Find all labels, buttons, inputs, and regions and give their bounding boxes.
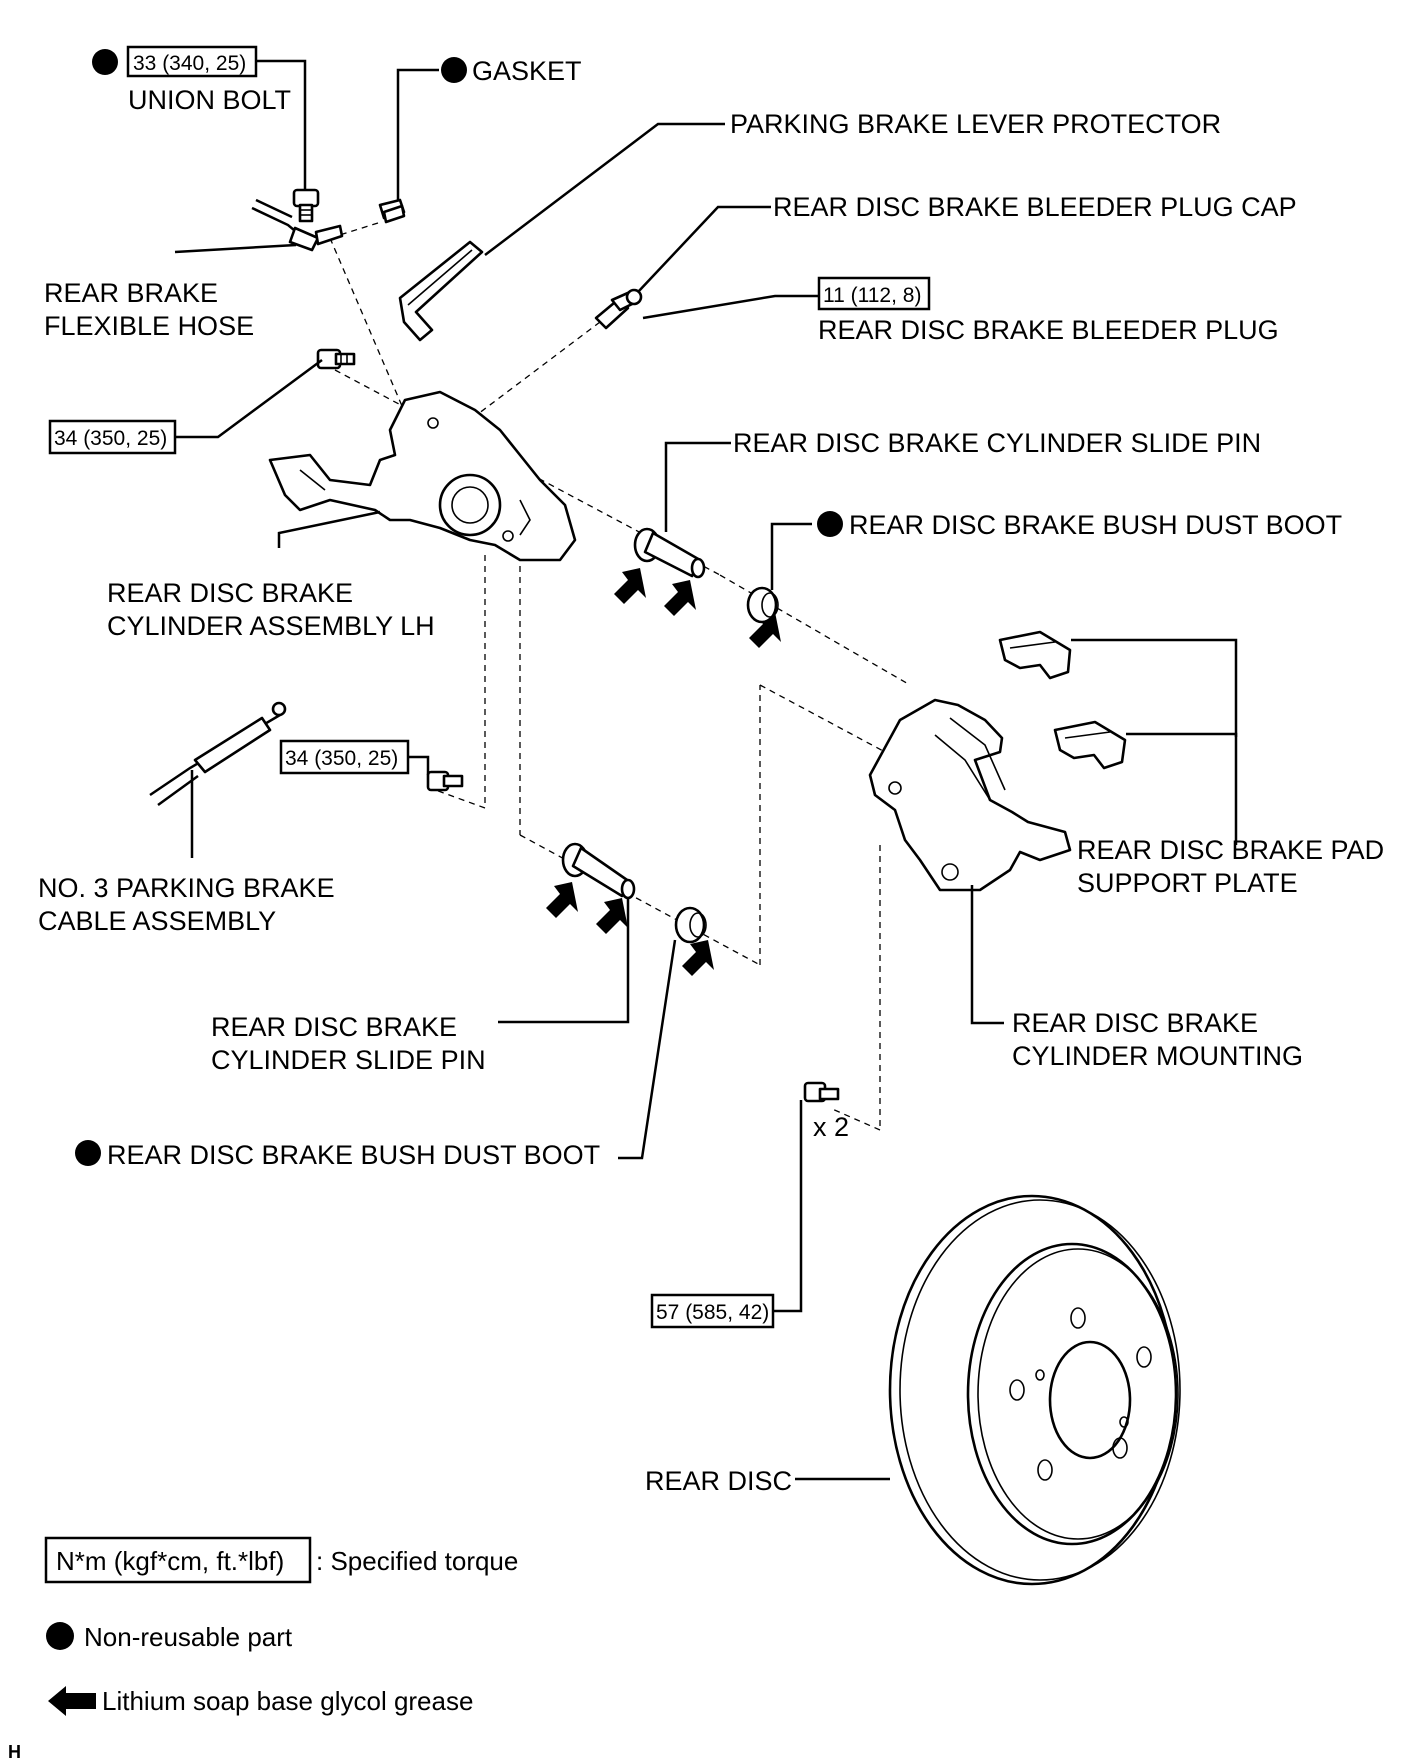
cylinder-bolt-lower bbox=[426, 770, 464, 792]
label-slide-pin-bottom-line1: REAR DISC BRAKE bbox=[211, 1012, 457, 1042]
rear-disc bbox=[888, 1194, 1181, 1586]
legend-torque-box bbox=[44, 1536, 312, 1584]
rear-brake-flexible-hose bbox=[251, 198, 344, 252]
legend-torque-unit: N*m (kgf*cm, ft.*lbf) bbox=[56, 1546, 284, 1576]
torque-cylinder-lower: 34 (350, 25) bbox=[285, 747, 398, 770]
label-quantity: x 2 bbox=[813, 1112, 849, 1142]
leader-lines bbox=[174, 59, 1238, 1481]
torque-box-cylinder-lower bbox=[279, 739, 410, 775]
gasket bbox=[378, 198, 406, 224]
non-reusable-mark-union-bolt bbox=[92, 49, 118, 75]
non-reusable-mark-dust-boot-bottom bbox=[75, 1140, 101, 1166]
label-bleeder-plug-cap: REAR DISC BRAKE BLEEDER PLUG CAP bbox=[773, 192, 1297, 222]
label-flexible-hose-line2: FLEXIBLE HOSE bbox=[44, 311, 254, 341]
legend-grease-arrow-icon bbox=[48, 1686, 96, 1716]
corner-mark: H bbox=[8, 1742, 21, 1762]
label-pad-support-line1: REAR DISC BRAKE PAD bbox=[1077, 835, 1384, 865]
pad-support-plate-lower bbox=[1053, 720, 1127, 770]
slide-pin-top bbox=[633, 527, 706, 579]
label-bleeder-plug: REAR DISC BRAKE BLEEDER PLUG bbox=[818, 315, 1279, 345]
grease-arrows-top bbox=[614, 568, 781, 648]
label-union-bolt: UNION BOLT bbox=[128, 85, 291, 115]
rear-disc-brake-cylinder-assembly bbox=[268, 390, 577, 562]
label-parking-brake-lever-protector: PARKING BRAKE LEVER PROTECTOR bbox=[730, 109, 1221, 139]
legend-non-reusable-icon bbox=[46, 1622, 74, 1650]
torque-union-bolt: 33 (340, 25) bbox=[133, 52, 246, 75]
rear-disc-brake-cylinder-mounting bbox=[868, 698, 1072, 892]
label-dust-boot-top: REAR DISC BRAKE BUSH DUST BOOT bbox=[849, 510, 1342, 540]
bleeder-plug bbox=[594, 288, 643, 330]
legend-grease: Lithium soap base glycol grease bbox=[102, 1686, 473, 1716]
torque-mounting-bolt: 57 (585, 42) bbox=[656, 1301, 769, 1324]
torque-box-bleeder-plug bbox=[817, 276, 931, 311]
slide-pin-bottom bbox=[561, 842, 636, 900]
dust-boot-bottom bbox=[674, 906, 707, 944]
torque-box-cylinder-upper bbox=[48, 419, 177, 455]
label-pad-support-line2: SUPPORT PLATE bbox=[1077, 868, 1298, 898]
mounting-bolt bbox=[803, 1081, 840, 1103]
grease-arrows-bottom bbox=[546, 882, 714, 976]
label-cylinder-mounting-line2: CYLINDER MOUNTING bbox=[1012, 1041, 1303, 1071]
legend-non-reusable: Non-reusable part bbox=[84, 1622, 293, 1652]
non-reusable-mark-dust-boot-top bbox=[817, 511, 843, 537]
torque-box-union-bolt bbox=[126, 45, 258, 78]
label-cylinder-assembly-line2: CYLINDER ASSEMBLY LH bbox=[107, 611, 435, 641]
torque-box-mounting-bolt bbox=[650, 1293, 775, 1329]
dust-boot-top bbox=[746, 586, 779, 624]
label-parking-cable-line2: CABLE ASSEMBLY bbox=[38, 906, 276, 936]
label-slide-pin-top: REAR DISC BRAKE CYLINDER SLIDE PIN bbox=[733, 428, 1261, 458]
label-cylinder-mounting-line1: REAR DISC BRAKE bbox=[1012, 1008, 1258, 1038]
label-cylinder-assembly-line1: REAR DISC BRAKE bbox=[107, 578, 353, 608]
union-bolt bbox=[292, 188, 320, 223]
torque-cylinder-upper: 34 (350, 25) bbox=[54, 427, 167, 450]
legend: N*m (kgf*cm, ft.*lbf) : Specified torque… bbox=[44, 1536, 518, 1716]
pad-support-plate-upper bbox=[998, 630, 1072, 680]
cylinder-bolt-upper bbox=[316, 348, 356, 370]
label-flexible-hose-line1: REAR BRAKE bbox=[44, 278, 218, 308]
legend-torque-desc: : Specified torque bbox=[316, 1546, 518, 1576]
label-dust-boot-bottom: REAR DISC BRAKE BUSH DUST BOOT bbox=[107, 1140, 600, 1170]
non-reusable-mark-gasket bbox=[441, 57, 467, 83]
label-parking-cable-line1: NO. 3 PARKING BRAKE bbox=[38, 873, 335, 903]
label-rear-disc: REAR DISC bbox=[645, 1466, 792, 1496]
assembly-lines bbox=[329, 222, 911, 1131]
torque-bleeder-plug: 11 (112, 8) bbox=[823, 284, 921, 307]
label-slide-pin-bottom-line2: CYLINDER SLIDE PIN bbox=[211, 1045, 486, 1075]
parking-brake-lever-protector bbox=[398, 240, 484, 342]
label-gasket: GASKET bbox=[472, 56, 582, 86]
parking-brake-cable bbox=[149, 701, 287, 807]
